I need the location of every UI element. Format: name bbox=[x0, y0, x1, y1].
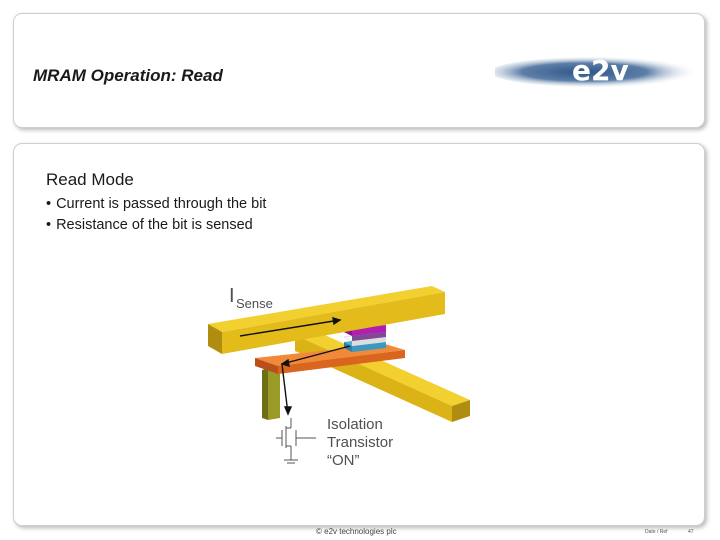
transistor-label-line: Transistor bbox=[327, 434, 394, 451]
logo-text: e2v bbox=[572, 54, 629, 87]
isense-label: I bbox=[229, 285, 235, 307]
via bbox=[262, 365, 280, 420]
transistor-symbol bbox=[276, 418, 316, 464]
current-path-arrow bbox=[239, 317, 351, 416]
transistor-label-line: “ON” bbox=[327, 452, 360, 469]
bullet-item: •Resistance of the bit is sensed bbox=[46, 217, 253, 233]
page-number: 47 bbox=[688, 529, 694, 535]
slide-title: MRAM Operation: Read bbox=[33, 66, 223, 85]
bullet-item: •Current is passed through the bit bbox=[46, 196, 267, 212]
footer-copyright: © e2v technologies plc bbox=[316, 527, 397, 536]
section-heading: Read Mode bbox=[46, 170, 134, 189]
footer-ref: Date / Ref bbox=[645, 529, 668, 535]
e2v-logo bbox=[495, 57, 699, 87]
isense-subscript: Sense bbox=[236, 296, 273, 311]
mram-cell-diagram bbox=[208, 286, 470, 464]
transistor-label-line: Isolation bbox=[327, 416, 383, 433]
